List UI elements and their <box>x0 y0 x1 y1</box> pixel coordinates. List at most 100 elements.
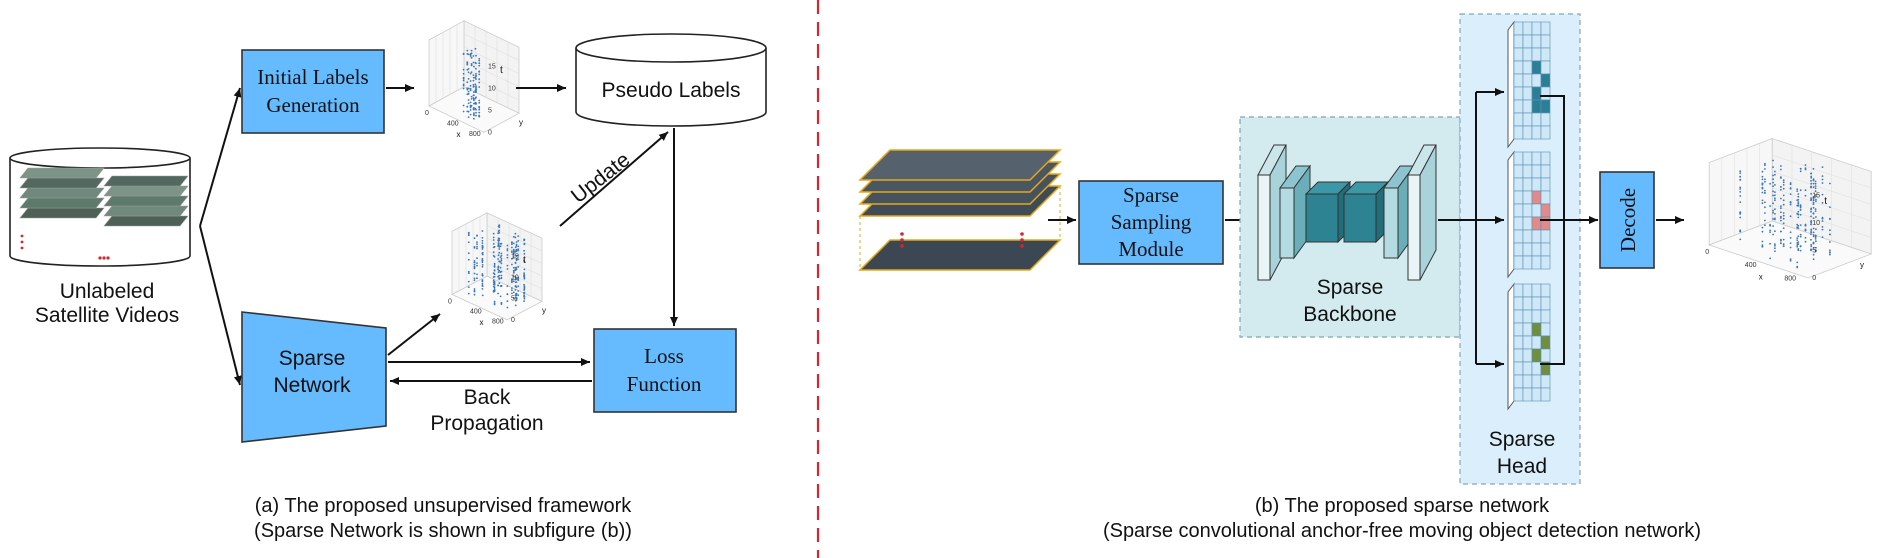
plot-point <box>1782 238 1785 241</box>
plot-point <box>506 300 509 303</box>
plot-point <box>1739 176 1742 178</box>
plot-point <box>1829 217 1831 220</box>
heatmap-cell <box>1531 86 1542 101</box>
plot-point <box>1814 249 1817 252</box>
initial-labels-line1: Initial Labels <box>257 65 368 89</box>
heatmap-cell <box>1513 361 1524 376</box>
plot-point <box>1782 214 1785 217</box>
plot-point <box>1764 168 1766 170</box>
plot-point <box>517 254 520 256</box>
plot-point <box>1797 201 1800 203</box>
plot-point <box>1769 224 1771 227</box>
plot-point <box>1804 167 1807 170</box>
plot-point <box>523 300 525 302</box>
plot-point <box>462 110 465 113</box>
plot-point <box>476 262 478 264</box>
heatmap-cell <box>1513 242 1524 257</box>
heatmap-cell <box>1522 125 1533 140</box>
plot-point <box>475 88 477 91</box>
plot-point <box>1797 195 1800 198</box>
initial-labels-box <box>241 49 385 134</box>
plot-point <box>523 268 526 271</box>
plot-point <box>497 225 500 228</box>
plot-point <box>1782 227 1785 229</box>
plot-point <box>481 252 484 255</box>
plot-point <box>493 245 496 248</box>
plot-point <box>1814 182 1817 185</box>
heatmap-cell <box>1522 203 1533 218</box>
plot-point <box>500 254 503 257</box>
plot-point <box>1764 181 1766 183</box>
plot-point <box>1804 240 1807 243</box>
plot-point <box>512 248 515 251</box>
plot-point <box>1780 238 1782 241</box>
plot-point <box>469 109 472 111</box>
plot-point <box>517 285 520 288</box>
heatmap-cell <box>1540 335 1551 350</box>
heatmap-cell <box>1513 309 1524 324</box>
plot-point <box>481 282 484 285</box>
plot-point <box>475 86 477 89</box>
plot-point <box>466 105 469 108</box>
plot-point <box>462 72 465 75</box>
plot-point <box>1774 213 1776 215</box>
plot-point <box>476 247 478 250</box>
plot-gridline <box>486 225 543 252</box>
plot-point <box>1799 213 1802 216</box>
plot-point <box>512 266 515 269</box>
plot-point <box>512 275 515 278</box>
plot-point <box>1796 239 1799 241</box>
plot-point <box>493 265 496 268</box>
plot-point <box>511 263 513 266</box>
plot-point <box>473 272 476 275</box>
plot-point <box>1810 175 1813 178</box>
plot-point <box>1782 179 1785 182</box>
plot-point <box>476 245 478 248</box>
plot-point <box>1772 185 1774 188</box>
plot-point <box>1789 187 1792 189</box>
heatmap-cell <box>1531 335 1542 350</box>
heatmap-cell <box>1540 322 1551 337</box>
plot-point <box>511 280 513 283</box>
sampling-line1: Sparse <box>1123 183 1179 207</box>
plot-point <box>512 250 515 252</box>
plot-point <box>473 279 476 281</box>
plot-tick-x: 400 <box>447 121 459 128</box>
plot-point <box>1761 226 1764 229</box>
plot-point <box>523 295 525 298</box>
plot-point <box>1764 164 1766 167</box>
plot-point <box>498 277 501 279</box>
plot-point <box>467 234 470 237</box>
plot-point <box>1761 230 1764 233</box>
plot-point <box>500 303 503 305</box>
plot-point <box>499 256 502 258</box>
plot-point <box>1810 248 1812 251</box>
plot-point <box>506 244 509 247</box>
plot-point <box>1797 216 1800 219</box>
heatmap-cell <box>1513 112 1524 127</box>
plot-point <box>478 64 481 67</box>
plot-point <box>1739 216 1742 219</box>
plot-point <box>1810 185 1812 188</box>
plot-point <box>476 264 478 267</box>
plot-point <box>514 250 517 253</box>
plot-point <box>1774 243 1776 245</box>
plot-point <box>517 240 520 242</box>
plot-point <box>470 71 473 74</box>
plot-point <box>1761 202 1764 205</box>
plot-point <box>492 236 495 239</box>
plot-point <box>478 62 481 64</box>
plot-point <box>1789 237 1792 239</box>
heatmap-cell <box>1522 374 1533 389</box>
plot-point <box>1761 244 1764 247</box>
plot-axis-t: t <box>500 65 503 76</box>
plot-point <box>1810 245 1813 248</box>
heatmap-cell <box>1513 73 1524 88</box>
plot-point <box>515 241 518 243</box>
plot-point <box>511 250 513 252</box>
plot-point <box>506 264 509 267</box>
heatmap-cell <box>1540 86 1551 101</box>
plot-point <box>511 287 513 289</box>
plot-point <box>512 269 515 272</box>
plot-point <box>467 87 470 90</box>
